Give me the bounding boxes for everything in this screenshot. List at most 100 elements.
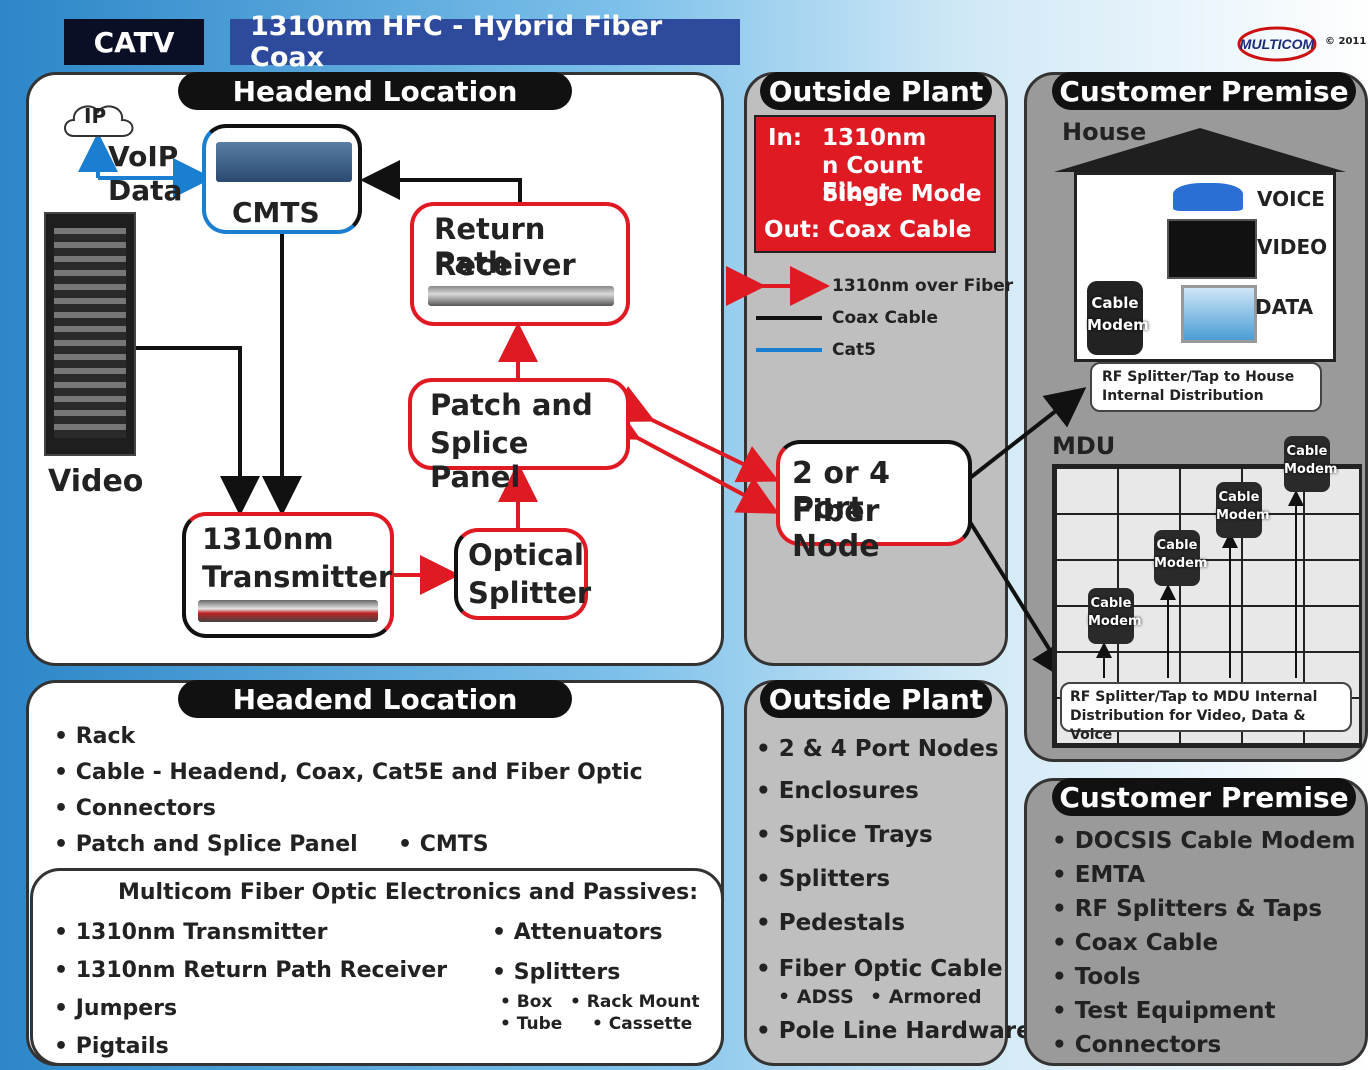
mdu-modem-1-line2: Modem [1088, 614, 1142, 629]
outside-item-fiber-cable: • Fiber Optic Cable [756, 956, 1003, 982]
video-label: VIDEO [1257, 235, 1328, 259]
house-callout: RF Splitter/Tap to House Internal Distri… [1090, 362, 1322, 412]
video-rack-icon [44, 212, 136, 456]
house-box: VOICE VIDEO Cable Modem DATA [1074, 172, 1336, 362]
house-callout-line1: RF Splitter/Tap to House [1102, 369, 1295, 385]
sub-item-pigtails: • Pigtails [54, 1034, 169, 1059]
mdu-cable-modem-icon-1: Cable Modem [1088, 588, 1142, 644]
headend-item-rack: • Rack [54, 724, 136, 749]
house-modem-line2: Modem [1087, 316, 1149, 334]
customer-item-emta: • EMTA [1052, 862, 1146, 888]
outside-plant-io-box: In: 1310nm n Count Fiber Single Mode Out… [754, 115, 996, 253]
customer-premise-title: Customer Premise [1052, 72, 1356, 110]
transmitter-line1: 1310nm [202, 522, 334, 556]
logo-text: MULTICOM [1240, 36, 1315, 52]
fiber-patch-to-node-1 [610, 386, 780, 483]
customer-list-panel [1024, 778, 1368, 1066]
customer-item-docsis: • DOCSIS Cable Modem [1052, 828, 1356, 854]
outside-item-splice-trays: • Splice Trays [756, 822, 933, 848]
mdu-cable-modem-icon-2: Cable Modem [1154, 530, 1208, 586]
return-path-line2: Receiver [434, 248, 576, 282]
outside-item-splitters: • Splitters [756, 866, 891, 892]
return-path-line1: Return Path [434, 212, 546, 280]
outside-list-panel [744, 680, 1008, 1066]
patch-line1: Patch and [430, 388, 593, 422]
optical-splitter-box: Optical Splitter [454, 528, 592, 620]
splitter-type-box: • Box [500, 992, 553, 1012]
customer-item-coax: • Coax Cable [1052, 930, 1219, 956]
customer-item-splitters: • RF Splitters & Taps [1052, 896, 1323, 922]
splitter-type-cassette: • Cassette [592, 1014, 693, 1034]
splitter-line2: Splitter [468, 576, 592, 610]
phone-icon [1173, 183, 1243, 211]
tv-icon [1167, 219, 1257, 279]
mdu-modem-4-line2: Modem [1284, 462, 1338, 477]
outside-list-title: Outside Plant [760, 680, 992, 718]
customer-item-tools: • Tools [1052, 964, 1141, 990]
sub-item-splitters: • Splitters [492, 960, 621, 985]
data-label: Data [108, 174, 183, 207]
mdu-label: MDU [1052, 432, 1116, 460]
transmitter-device-icon [198, 600, 378, 622]
node-line2: Fiber Node [792, 494, 880, 564]
house-label: House [1062, 118, 1147, 146]
customer-item-connectors: • Connectors [1052, 1032, 1222, 1058]
fiber-type-adss: • ADSS [778, 986, 854, 1008]
splitter-line1: Optical [468, 538, 584, 572]
house-callout-line2: Internal Distribution [1102, 388, 1264, 404]
multicom-logo: MULTICOM [1237, 26, 1317, 62]
outside-item-nodes: • 2 & 4 Port Nodes [756, 736, 999, 762]
return-path-receiver-box: Return Path Receiver [410, 202, 630, 326]
mdu-modem-4-line1: Cable [1286, 444, 1328, 459]
sub-item-receiver: • 1310nm Return Path Receiver [54, 958, 448, 983]
catv-label: CATV [64, 19, 204, 65]
multicom-sub-title: Multicom Fiber Optic Electronics and Pas… [118, 880, 699, 905]
house-cable-modem-icon: Cable Modem [1087, 281, 1149, 355]
in-label: In: [768, 125, 803, 151]
mdu-callout-line2: Distribution for Video, Data & Voice [1070, 708, 1306, 743]
legend-coax-label: Coax Cable [832, 308, 938, 328]
data-label: DATA [1255, 295, 1314, 319]
mdu-coax-lines [1096, 490, 1304, 678]
cmts-box: CMTS [202, 124, 362, 234]
mdu-callout: RF Splitter/Tap to MDU Internal Distribu… [1060, 682, 1352, 743]
outside-item-enclosures: • Enclosures [756, 778, 919, 804]
headend-list-title: Headend Location [178, 680, 572, 718]
mdu-callout-line1: RF Splitter/Tap to MDU Internal [1070, 689, 1318, 705]
customer-item-test: • Test Equipment [1052, 998, 1276, 1024]
in-line2: n Count Fiber [822, 153, 923, 205]
sub-item-jumpers: • Jumpers [54, 996, 178, 1021]
coax-video-to-transmitter [130, 346, 260, 516]
sub-item-attenuators: • Attenuators [492, 920, 663, 945]
coax-node-to-mdu [968, 520, 1071, 683]
mdu-modem-2-line2: Modem [1154, 556, 1208, 571]
house-roof-icon [1054, 128, 1346, 172]
multicom-sub-panel [30, 868, 724, 1066]
customer-list-title: Customer Premise [1052, 778, 1356, 816]
headend-item-cable: • Cable - Headend, Coax, Cat5E and Fiber… [54, 760, 643, 785]
transmitter-line2: Transmitter [202, 560, 393, 594]
headend-item-connectors: • Connectors [54, 796, 216, 821]
outside-item-pole-hardware: • Pole Line Hardware [756, 1018, 1032, 1044]
transmitter-box: 1310nm Transmitter [182, 512, 394, 638]
patch-splice-panel-box: Patch and Splice Panel [408, 378, 630, 494]
splitter-type-tube: • Tube [500, 1014, 563, 1034]
mdu-cable-modem-icon-3: Cable Modem [1216, 482, 1270, 538]
headend-item-patch: • Patch and Splice Panel [54, 832, 358, 857]
outside-item-pedestals: • Pedestals [756, 910, 906, 936]
mdu-cable-modem-icon-4: Cable Modem [1284, 436, 1338, 492]
voip-label: VoIP [108, 140, 179, 173]
in-line1: 1310nm [822, 125, 927, 151]
in-line3: Single Mode [822, 181, 982, 207]
legend-cat5-label: Cat5 [832, 340, 876, 360]
legend-fiber-label: 1310nm over Fiber [832, 276, 1014, 296]
house-modem-line1: Cable [1091, 294, 1139, 312]
fiber-patch-to-node-2 [596, 403, 780, 514]
fiber-type-armored: • Armored [870, 986, 982, 1008]
headend-item-cmts: • CMTS [398, 832, 489, 857]
coax-return-to-cmts [360, 160, 522, 210]
computer-icon [1181, 285, 1257, 343]
receiver-device-icon [428, 286, 614, 306]
